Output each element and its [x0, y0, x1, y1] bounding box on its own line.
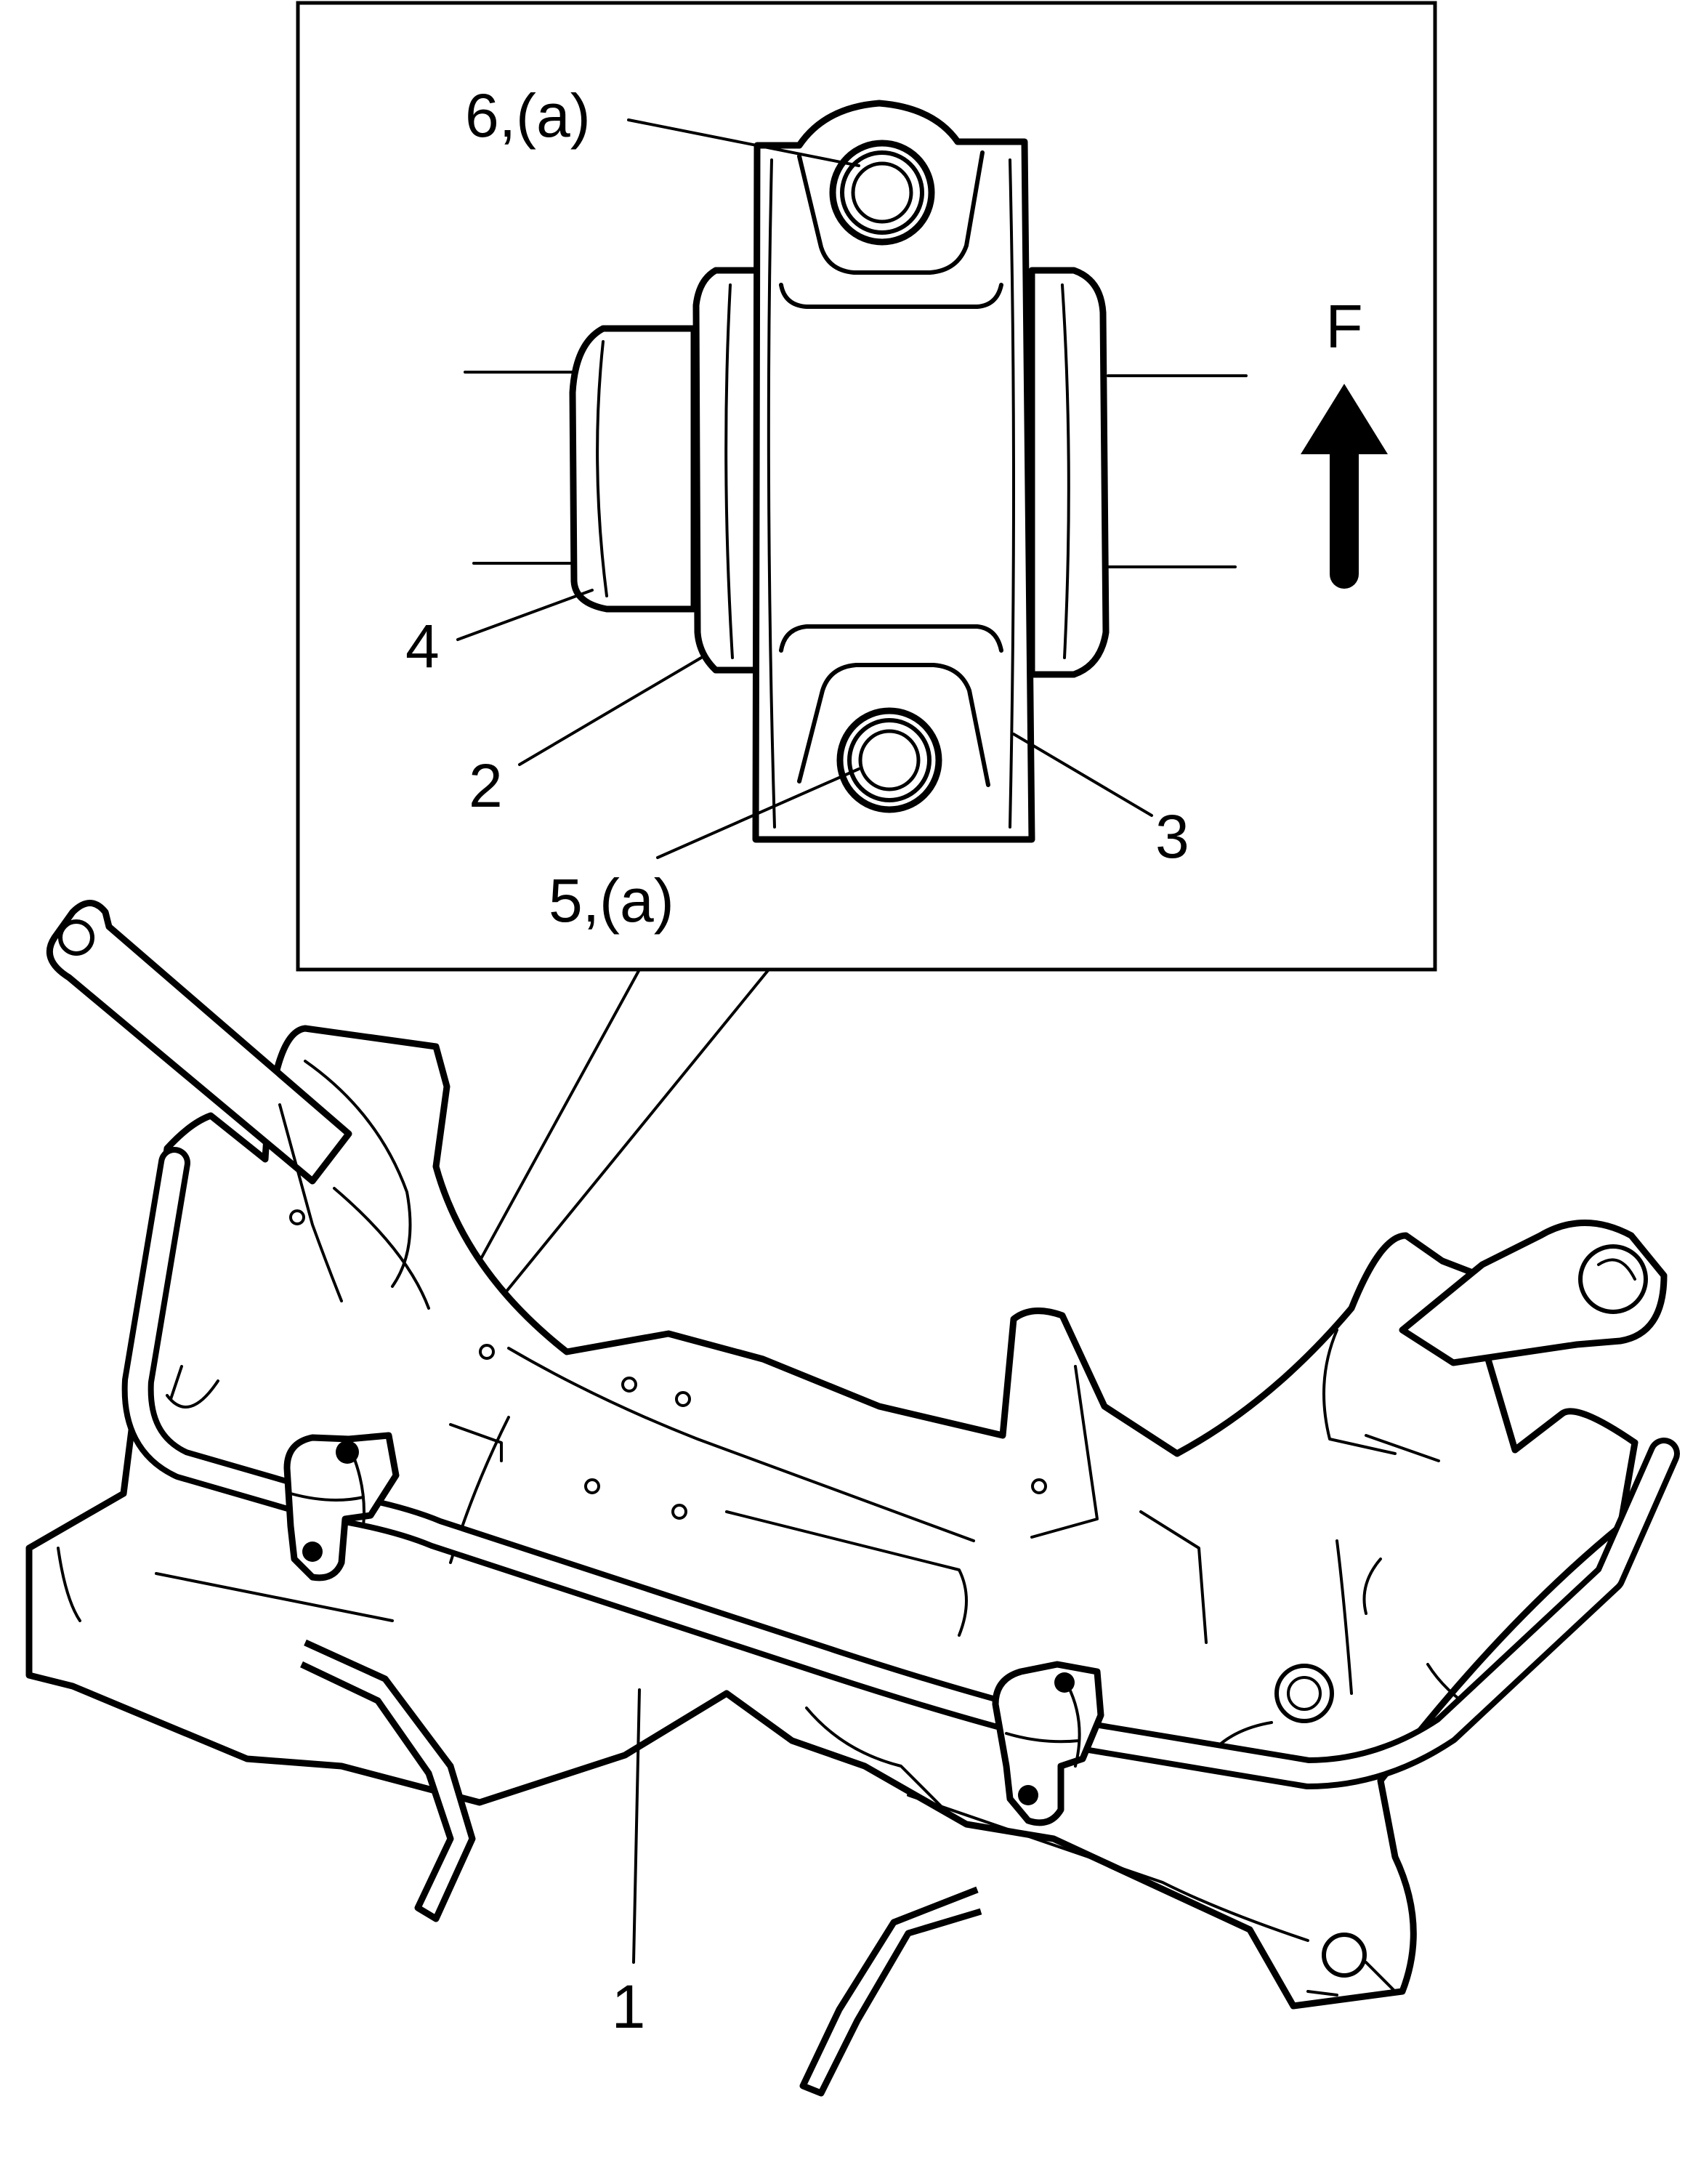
bushing-inner [569, 325, 698, 613]
label-bushing-inner: 4 [405, 612, 440, 680]
leader-bolt-lower [656, 767, 860, 859]
detail-inset: F 6,(a) 4 2 3 5,(a) [296, 1, 1437, 972]
bolt-upper [829, 140, 935, 246]
front-arrow: F [1301, 292, 1388, 589]
label-bushing-outer: 2 [469, 751, 503, 820]
stabilizer-clamp-right [992, 1661, 1104, 1826]
bracket [752, 100, 1035, 843]
label-bracket: 3 [1155, 802, 1189, 871]
leader-frame [632, 1688, 641, 1964]
stabilizer-bar [121, 1147, 1680, 1789]
label-bolt-upper: 6,(a) [465, 81, 591, 150]
leader-bushing-inner [456, 589, 594, 641]
bushing-outer [692, 267, 763, 674]
label-bolt-lower: 5,(a) [549, 866, 674, 935]
bushing-right [1028, 267, 1110, 678]
front-direction-label: F [1325, 292, 1362, 360]
leader-bolt-upper [627, 118, 860, 167]
bolt-lower [836, 707, 942, 813]
stabilizer-clamp-left [283, 1432, 400, 1581]
leader-bracket [1012, 733, 1153, 817]
arrow-up-icon [1301, 384, 1388, 589]
leader-bushing-outer [518, 656, 703, 766]
label-frame: 1 [612, 1973, 646, 2041]
